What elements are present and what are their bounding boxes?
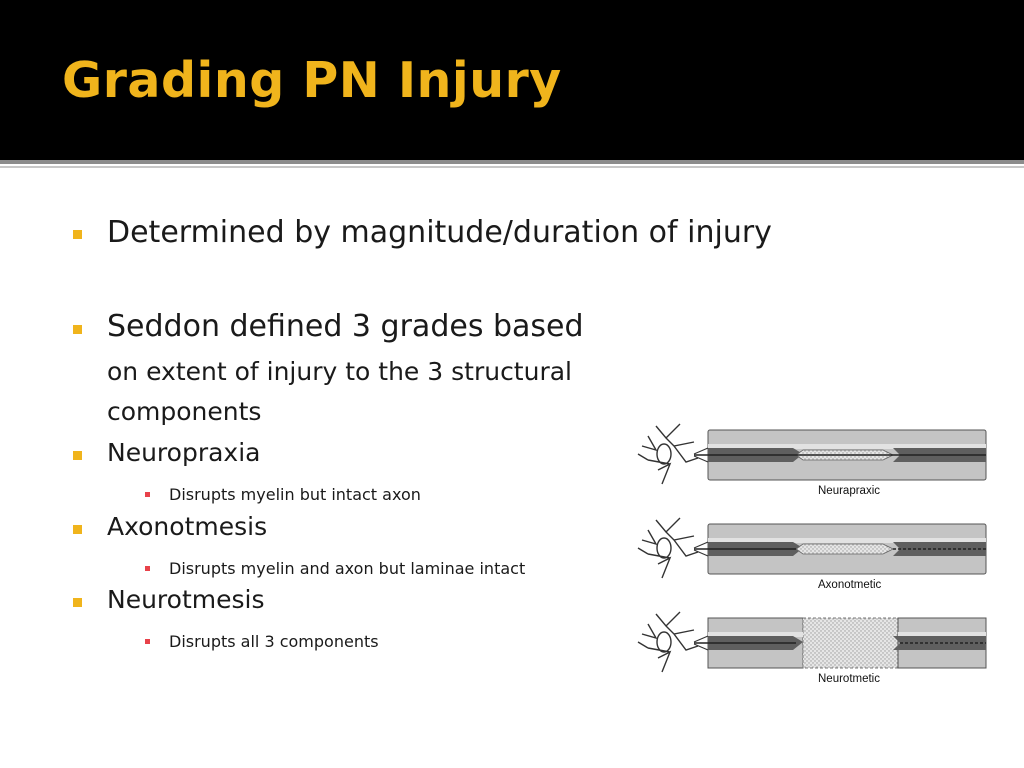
bullet-marker (73, 325, 82, 334)
sub-bullet-marker (145, 566, 150, 571)
bullet-text: Neuropraxia (107, 438, 261, 467)
sub-bullet-text: Disrupts all 3 components (169, 632, 379, 651)
axonotmetic-nerve-illustration: Axonotmetic (637, 517, 987, 591)
bullet-text-continuation: components (107, 397, 262, 426)
neurapraxic-nerve-illustration: Neurapraxic (637, 423, 987, 497)
bullet-marker (73, 451, 82, 460)
sub-bullet-marker (145, 492, 150, 497)
header-divider (0, 160, 1024, 164)
bullet-text-continuation: on extent of injury to the 3 structural (107, 357, 573, 386)
sub-bullet-text: Disrupts myelin but intact axon (169, 485, 421, 504)
bullet-marker (73, 525, 82, 534)
neurotmetic-nerve-illustration: Neurotmetic (637, 611, 987, 685)
slide-title: Grading PN Injury (62, 52, 562, 109)
sub-bullet-text: Disrupts myelin and axon but laminae int… (169, 559, 526, 578)
axonotmetic-label: Axonotmetic (818, 579, 882, 591)
nerve-injury-diagram: Neurapraxic Axonotmetic Neurotmetic (637, 423, 987, 685)
bullet-marker (73, 230, 82, 239)
neurapraxic-label: Neurapraxic (818, 485, 880, 497)
bullet-text: Axonotmesis (107, 512, 268, 541)
bullet-text: Seddon defined 3 grades based (107, 309, 584, 344)
sub-bullet-marker (145, 639, 150, 644)
header-divider-thin (0, 166, 1024, 168)
neurotmetic-label: Neurotmetic (818, 673, 880, 685)
slide-header: Grading PN Injury (0, 0, 1024, 160)
bullet-marker (73, 598, 82, 607)
bullet-text: Neurotmesis (107, 585, 265, 614)
bullet-text: Determined by magnitude/duration of inju… (107, 215, 772, 250)
